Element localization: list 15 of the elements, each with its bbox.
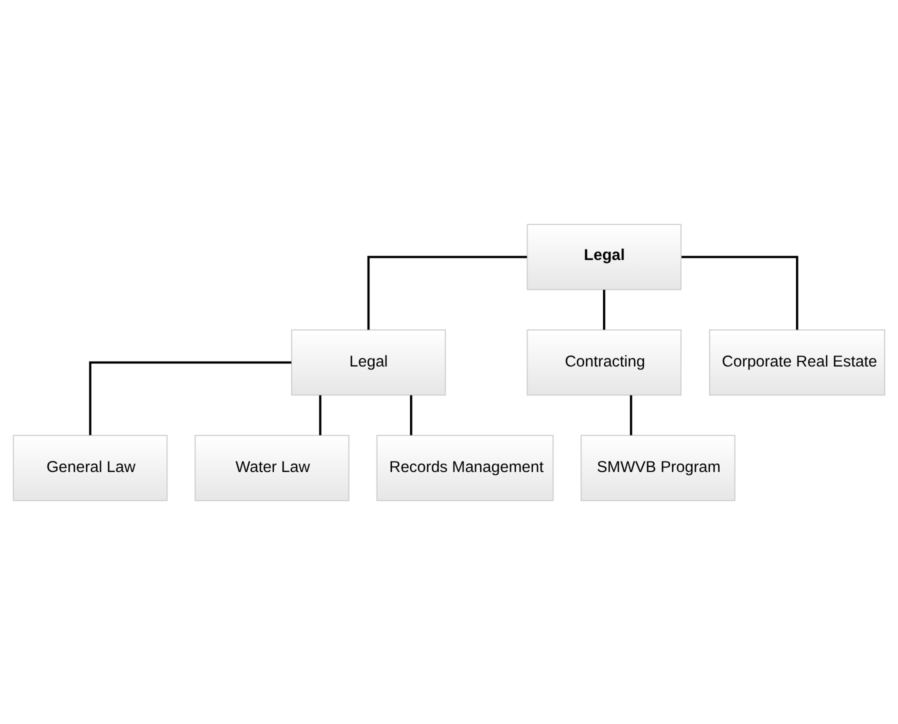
node-box: Corporate Real Estate <box>709 328 886 396</box>
node-box: SMWVB Program <box>580 434 736 501</box>
node-box: Water Law <box>194 434 350 501</box>
connector <box>89 360 292 435</box>
connector <box>410 394 412 435</box>
connector <box>682 255 798 330</box>
connector <box>603 289 606 330</box>
node-box: Contracting <box>526 328 682 396</box>
node-box: Legal <box>291 328 446 396</box>
node-box: General Law <box>12 434 168 501</box>
node-box: Records Management <box>376 434 554 501</box>
connector <box>367 255 527 330</box>
node-box: Legal <box>526 223 682 290</box>
connector <box>630 394 632 435</box>
connector <box>319 394 322 435</box>
